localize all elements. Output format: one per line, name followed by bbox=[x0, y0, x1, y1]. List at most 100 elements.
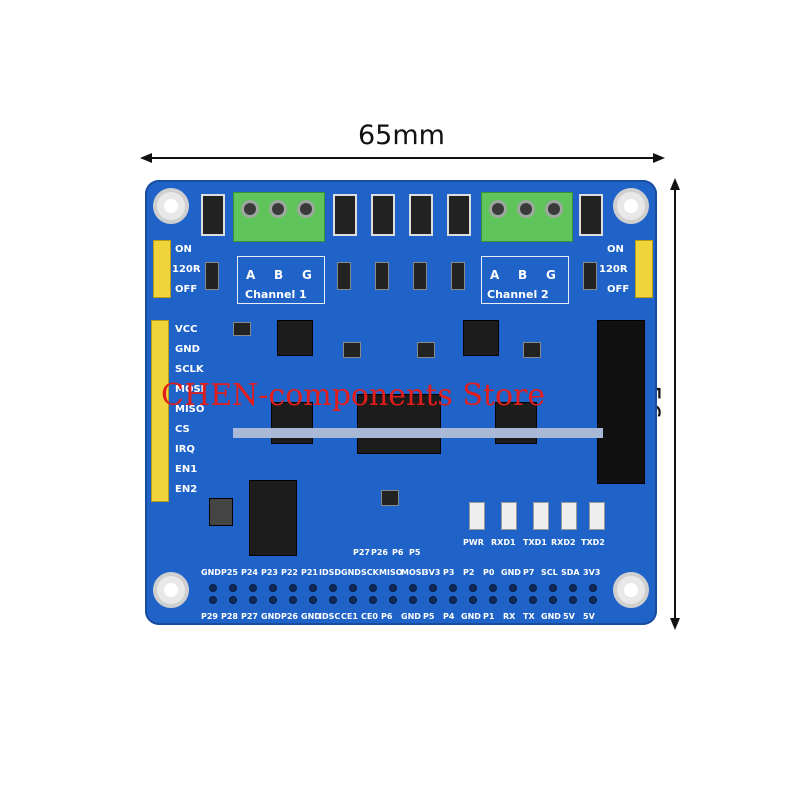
screw-5 bbox=[517, 200, 535, 218]
switch-label-120r-left: 120R bbox=[172, 264, 201, 275]
fuse-2 bbox=[337, 262, 351, 290]
spi-header bbox=[151, 320, 169, 502]
diode-1 bbox=[201, 194, 225, 236]
gpio-bottom-11: P5 bbox=[423, 612, 435, 621]
gpio-top-18: SDA bbox=[561, 568, 580, 577]
gpio-pin bbox=[229, 584, 237, 592]
gpio-top-13: P2 bbox=[463, 568, 475, 577]
mounting-hole-br bbox=[613, 572, 649, 608]
gpio-pin bbox=[589, 596, 597, 604]
diode-4 bbox=[409, 194, 433, 236]
gpio-bottom-0: P29 bbox=[201, 612, 218, 621]
gpio-top-12: P3 bbox=[443, 568, 455, 577]
smd-part-3 bbox=[417, 342, 435, 358]
smd-part-5 bbox=[381, 490, 399, 506]
header-label-sclk: SCLK bbox=[175, 364, 204, 375]
channel-2-pin-a: A bbox=[490, 268, 500, 282]
termination-jumper-right bbox=[635, 240, 653, 298]
gpio-top-1: P25 bbox=[221, 568, 238, 577]
gpio-pin bbox=[289, 584, 297, 592]
crystal-oscillator bbox=[209, 498, 233, 526]
fuse-4 bbox=[413, 262, 427, 290]
gpio-pin bbox=[249, 584, 257, 592]
mounting-hole-tl bbox=[153, 188, 189, 224]
screw-4 bbox=[489, 200, 507, 218]
header-label-en1: EN1 bbox=[175, 464, 198, 475]
switch-label-off-right: OFF bbox=[607, 284, 630, 295]
gpio-pin bbox=[209, 596, 217, 604]
led-txd2 bbox=[589, 502, 605, 530]
screw-6 bbox=[545, 200, 563, 218]
gpio-pin bbox=[329, 584, 337, 592]
logic-chip bbox=[249, 480, 297, 556]
smd-part-1 bbox=[233, 322, 251, 336]
led-pwr bbox=[469, 502, 485, 530]
led-label-pwr: PWR bbox=[463, 538, 484, 547]
gpio-pin bbox=[209, 584, 217, 592]
jumper-label-p6: P6 bbox=[392, 548, 404, 557]
diode-5 bbox=[447, 194, 471, 236]
header-label-mosi: MOSI bbox=[175, 384, 205, 395]
channel-1-pin-b: B bbox=[274, 268, 284, 282]
header-label-miso: MISO bbox=[175, 404, 205, 415]
termination-jumper-left bbox=[153, 240, 171, 298]
gpio-top-15: GND bbox=[501, 568, 521, 577]
gpio-top-11: 3V3 bbox=[423, 568, 441, 577]
mounting-hole-tr bbox=[613, 188, 649, 224]
jumper-label-p5: P5 bbox=[409, 548, 421, 557]
gpio-top-7: GND bbox=[341, 568, 361, 577]
gpio-pin bbox=[469, 584, 477, 592]
gpio-bottom-7: CE1 bbox=[341, 612, 358, 621]
gpio-pin bbox=[409, 596, 417, 604]
gpio-pin bbox=[309, 584, 317, 592]
gpio-pin bbox=[549, 584, 557, 592]
header-label-irq: IRQ bbox=[175, 444, 195, 455]
gpio-bottom-6: IDSC bbox=[319, 612, 341, 621]
gpio-top-17: SCL bbox=[541, 568, 558, 577]
led-txd1 bbox=[533, 502, 549, 530]
gpio-pin bbox=[269, 596, 277, 604]
gpio-bottom-18: 5V bbox=[563, 612, 575, 621]
gpio-pin bbox=[349, 584, 357, 592]
gpio-pin bbox=[349, 596, 357, 604]
diode-3 bbox=[371, 194, 395, 236]
header-label-vcc: VCC bbox=[175, 324, 198, 335]
led-rxd2 bbox=[561, 502, 577, 530]
jumper-label-p26: P26 bbox=[371, 548, 388, 557]
gpio-pin bbox=[529, 584, 537, 592]
gpio-pin bbox=[529, 596, 537, 604]
channel-1-pin-g: G bbox=[302, 268, 312, 282]
gpio-bottom-12: P4 bbox=[443, 612, 455, 621]
gpio-top-14: P0 bbox=[483, 568, 495, 577]
mounting-hole-bl bbox=[153, 572, 189, 608]
gpio-top-9: MISO bbox=[379, 568, 403, 577]
gpio-bottom-4: P26 bbox=[281, 612, 298, 621]
gpio-header bbox=[209, 582, 599, 606]
led-label-txd2: TXD2 bbox=[581, 538, 605, 547]
diode-2 bbox=[333, 194, 357, 236]
gpio-pin bbox=[389, 596, 397, 604]
gpio-pin bbox=[249, 596, 257, 604]
gpio-pin bbox=[329, 596, 337, 604]
gpio-bottom-19: 5V bbox=[583, 612, 595, 621]
fuse-3 bbox=[375, 262, 389, 290]
gpio-pin bbox=[469, 596, 477, 604]
gpio-top-5: P21 bbox=[301, 568, 318, 577]
gpio-bottom-9: P6 bbox=[381, 612, 393, 621]
gpio-pin bbox=[309, 596, 317, 604]
header-label-cs: CS bbox=[175, 424, 190, 435]
gpio-pin bbox=[369, 596, 377, 604]
channel-1-pin-a: A bbox=[246, 268, 256, 282]
gpio-bottom-16: TX bbox=[523, 612, 535, 621]
channel-1-outline bbox=[237, 256, 325, 304]
gpio-pin bbox=[449, 584, 457, 592]
channel-2-pin-b: B bbox=[518, 268, 528, 282]
gpio-pin bbox=[509, 584, 517, 592]
gpio-pin bbox=[489, 584, 497, 592]
channel-2-pin-g: G bbox=[546, 268, 556, 282]
screw-3 bbox=[297, 200, 315, 218]
channel-2-label: Channel 2 bbox=[487, 288, 549, 301]
gpio-pin bbox=[409, 584, 417, 592]
uart-chip bbox=[357, 394, 441, 454]
gpio-pin bbox=[389, 584, 397, 592]
